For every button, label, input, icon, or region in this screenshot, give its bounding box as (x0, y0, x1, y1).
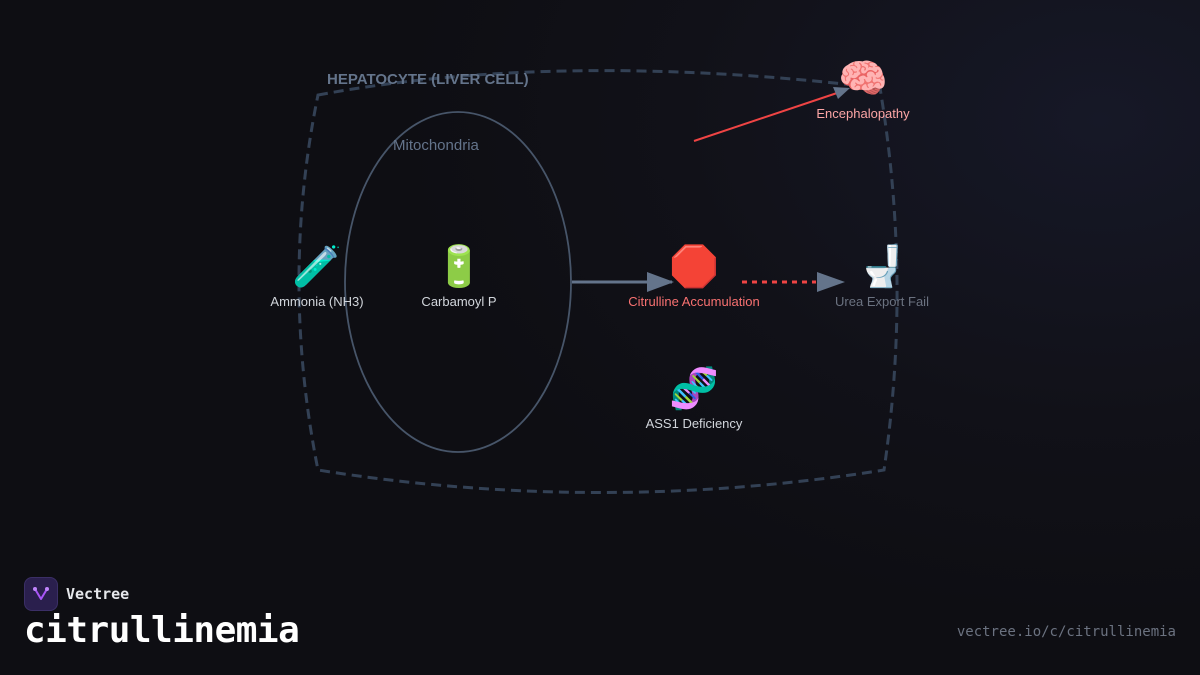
brand: Vectree (24, 577, 129, 611)
node-encephalopathy[interactable]: 🧠 Encephalopathy (816, 56, 909, 121)
page-title: citrullinemia (24, 610, 300, 651)
brand-name: Vectree (66, 585, 130, 603)
node-label: Citrulline Accumulation (628, 294, 760, 309)
node-label: Ammonia (NH3) (270, 294, 364, 309)
arrowhead-icon (817, 272, 845, 292)
node-label: Urea Export Fail (835, 294, 929, 309)
hepatocyte-boundary (297, 69, 899, 494)
mitochondria-label: Mitochondria (393, 137, 479, 154)
arrowhead-icon (647, 272, 674, 292)
battery-icon: 🔋 (434, 245, 484, 289)
node-carbamoyl-phosphate[interactable]: 🔋 Carbamoyl P (421, 244, 496, 309)
arrowhead-icon (833, 87, 850, 99)
stop-sign-icon: 🛑 (669, 245, 719, 289)
node-label: Encephalopathy (816, 106, 910, 121)
vectree-logo-icon (24, 577, 58, 611)
test-tube-icon: 🧪 (292, 245, 342, 289)
brain-icon: 🧠 (838, 57, 888, 101)
edge-citrulline-encephalopathy (693, 91, 841, 142)
node-citrulline-accumulation[interactable]: 🛑 Citrulline Accumulation (628, 244, 760, 309)
node-urea-export-fail[interactable]: 🚽 Urea Export Fail (835, 244, 929, 309)
node-label: ASS1 Deficiency (645, 416, 743, 431)
toilet-icon: 🚽 (857, 245, 907, 289)
page-url[interactable]: vectree.io/c/citrullinemia (956, 624, 1176, 640)
hepatocyte-label: HEPATOCYTE (LIVER CELL) (327, 71, 529, 88)
node-ass1-deficiency[interactable]: 🧬 ASS1 Deficiency (646, 366, 743, 431)
node-label: Carbamoyl P (421, 294, 497, 309)
node-ammonia[interactable]: 🧪 Ammonia (NH3) (270, 244, 363, 309)
dna-icon: 🧬 (669, 367, 719, 411)
mitochondria-boundary (344, 111, 572, 453)
